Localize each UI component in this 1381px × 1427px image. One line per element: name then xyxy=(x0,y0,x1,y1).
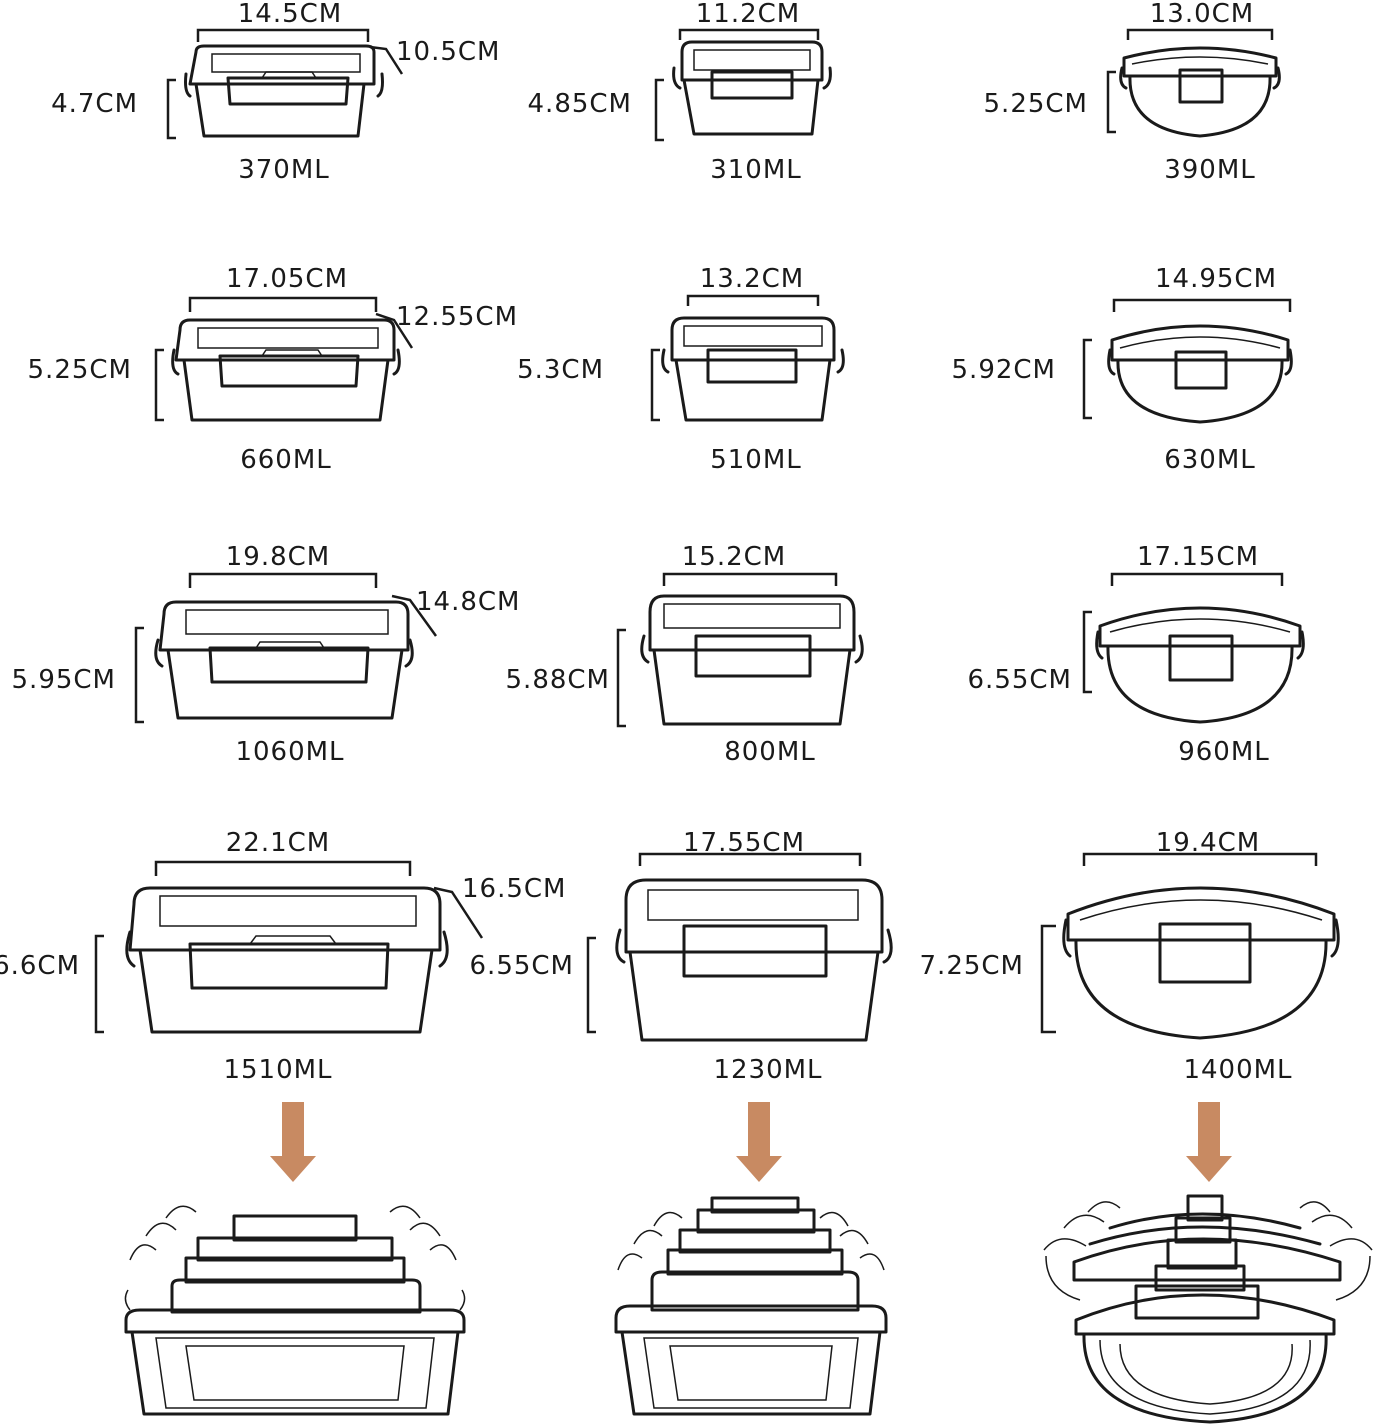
width-label: 17.05CM xyxy=(226,264,348,294)
container-1510ml: 22.1CM 16.5CM 6.6CM 1510ML xyxy=(0,828,566,1085)
width-label: 22.1CM xyxy=(226,828,330,858)
stacked-rectangular-containers-icon xyxy=(124,1205,466,1416)
square-container-icon xyxy=(640,594,864,726)
height-dimension-line xyxy=(1082,338,1092,420)
container-960ml: 17.15CM 6.55CM 960ML xyxy=(968,542,1305,767)
height-label: 6.55CM xyxy=(968,665,1072,695)
width-dimension-line xyxy=(662,572,838,586)
height-label: 4.7CM xyxy=(51,89,138,119)
height-label: 6.6CM xyxy=(0,951,80,981)
down-arrow-icon xyxy=(736,1102,782,1182)
container-1060ml: 19.8CM 14.8CM 5.95CM 1060ML xyxy=(12,542,520,767)
volume-label: 800ML xyxy=(724,737,816,767)
height-label: 4.85CM xyxy=(528,89,632,119)
height-dimension-line xyxy=(616,628,626,728)
width-label: 19.8CM xyxy=(226,542,330,572)
height-dimension-line xyxy=(1040,924,1056,1034)
width-dimension-line xyxy=(188,296,378,312)
width-label: 13.0CM xyxy=(1150,0,1254,29)
container-630ml: 14.95CM 5.92CM 630ML xyxy=(952,264,1293,475)
square-container-icon xyxy=(672,40,832,136)
width-dimension-line xyxy=(1110,572,1284,586)
height-label: 5.3CM xyxy=(517,355,604,385)
depth-dimension-line xyxy=(391,594,438,637)
width-label: 14.5CM xyxy=(238,0,342,29)
height-dimension-line xyxy=(1082,610,1092,694)
height-dimension-line xyxy=(94,934,104,1034)
height-dimension-line xyxy=(154,348,164,422)
height-label: 5.92CM xyxy=(952,355,1056,385)
width-label: 11.2CM xyxy=(696,0,800,29)
volume-label: 1400ML xyxy=(1183,1055,1292,1085)
down-arrow-icon xyxy=(270,1102,316,1182)
width-label: 13.2CM xyxy=(700,264,804,294)
square-container-icon xyxy=(615,878,893,1042)
width-dimension-line xyxy=(188,572,378,588)
volume-label: 390ML xyxy=(1164,155,1256,185)
width-dimension-line xyxy=(638,852,862,866)
volume-label: 370ML xyxy=(238,155,330,185)
height-label: 5.95CM xyxy=(12,665,116,695)
volume-label: 310ML xyxy=(710,155,802,185)
container-660ml: 17.05CM 12.55CM 5.25CM 660ML xyxy=(28,264,518,475)
round-container-icon xyxy=(1062,886,1340,1040)
container-1400ml: 19.4CM 7.25CM 1400ML xyxy=(920,828,1340,1085)
width-dimension-line xyxy=(1112,298,1292,312)
depth-label: 12.55CM xyxy=(396,302,518,332)
volume-label: 1230ML xyxy=(713,1055,822,1085)
width-dimension-line xyxy=(686,294,820,306)
rectangular-container-icon xyxy=(154,600,414,720)
volume-label: 510ML xyxy=(710,445,802,475)
height-dimension-line xyxy=(586,936,596,1034)
depth-dimension-line xyxy=(375,312,414,349)
width-dimension-line xyxy=(1126,28,1274,40)
depth-dimension-line xyxy=(433,886,484,939)
width-dimension-line xyxy=(1082,852,1318,866)
container-370ml: 14.5CM 10.5CM 4.7CM 370ML xyxy=(51,0,500,185)
depth-label: 14.8CM xyxy=(416,587,520,617)
volume-label: 960ML xyxy=(1178,737,1270,767)
container-510ml: 13.2CM 5.3CM 510ML xyxy=(517,264,845,475)
width-label: 14.95CM xyxy=(1155,264,1277,294)
down-arrow-icon xyxy=(1186,1102,1232,1182)
width-dimension-line xyxy=(154,860,412,876)
depth-label: 16.5CM xyxy=(462,874,566,904)
round-container-icon xyxy=(1095,606,1305,724)
stacked-square-containers-icon xyxy=(614,1196,888,1416)
height-dimension-line xyxy=(1106,70,1116,134)
rectangular-container-icon xyxy=(184,44,384,138)
height-label: 5.25CM xyxy=(28,355,132,385)
volume-label: 630ML xyxy=(1164,445,1256,475)
height-dimension-line xyxy=(650,348,660,422)
width-label: 17.15CM xyxy=(1137,542,1259,572)
square-container-icon xyxy=(661,316,845,422)
round-container-icon xyxy=(1119,46,1281,138)
round-container-icon xyxy=(1107,324,1293,424)
rectangular-container-icon xyxy=(171,318,401,422)
container-1230ml: 17.55CM 6.55CM 1230ML xyxy=(470,828,893,1085)
height-label: 5.88CM xyxy=(506,665,610,695)
container-310ml: 11.2CM 4.85CM 310ML xyxy=(528,0,832,185)
width-label: 19.4CM xyxy=(1156,828,1260,858)
container-390ml: 13.0CM 5.25CM 390ML xyxy=(984,0,1281,185)
height-dimension-line xyxy=(654,78,664,142)
volume-label: 1060ML xyxy=(235,737,344,767)
depth-dimension-line xyxy=(369,45,404,75)
height-dimension-line xyxy=(134,626,144,724)
rectangular-container-icon xyxy=(125,886,449,1034)
volume-label: 1510ML xyxy=(223,1055,332,1085)
height-label: 7.25CM xyxy=(920,951,1024,981)
depth-label: 10.5CM xyxy=(396,37,500,67)
container-800ml: 15.2CM 5.88CM 800ML xyxy=(506,542,864,767)
width-label: 15.2CM xyxy=(682,542,786,572)
width-dimension-line xyxy=(196,28,370,42)
height-dimension-line xyxy=(166,78,176,140)
height-label: 5.25CM xyxy=(984,89,1088,119)
height-label: 6.55CM xyxy=(470,951,574,981)
volume-label: 660ML xyxy=(240,445,332,475)
width-dimension-line xyxy=(678,28,820,40)
width-label: 17.55CM xyxy=(683,828,805,858)
stacked-round-containers-icon xyxy=(1043,1194,1373,1424)
